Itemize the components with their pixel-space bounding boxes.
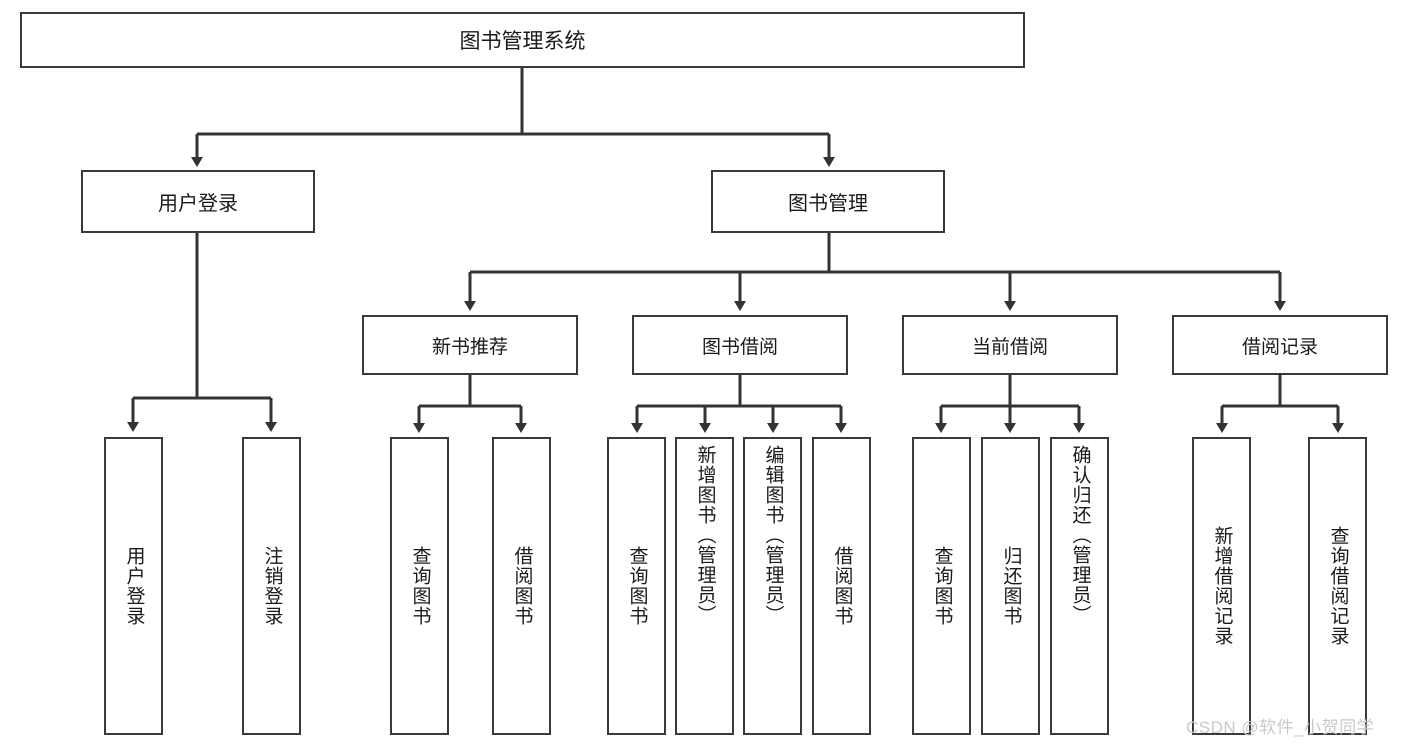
leaf-label: 新增借阅记录	[1211, 526, 1233, 646]
leaf-borrow-add-book[interactable]: 新增图书（管理员）	[675, 437, 734, 735]
node-current-borrow-label: 当前借阅	[971, 336, 1048, 358]
leaf-borrow-edit-book[interactable]: 编辑图书（管理员）	[743, 437, 802, 735]
leaf-label: 编辑图书（管理员）	[762, 445, 784, 625]
leaf-record-add[interactable]: 新增借阅记录	[1192, 437, 1251, 735]
leaf-label: 注销登录	[261, 546, 283, 626]
leaf-label: 用户登录	[123, 546, 145, 626]
leaf-label: 确认归还（管理员）	[1069, 445, 1091, 625]
leaf-label: 查询图书	[409, 546, 431, 626]
leaf-borrow-query-book[interactable]: 查询图书	[607, 437, 666, 735]
leaf-label: 归还图书	[1000, 546, 1022, 626]
node-book-borrow[interactable]: 图书借阅	[632, 315, 848, 375]
node-root-label: 图书管理系统	[459, 30, 586, 53]
node-new-book-recommend-label: 新书推荐	[431, 336, 508, 358]
leaf-label: 查询借阅记录	[1327, 526, 1349, 646]
leaf-new-book-query[interactable]: 查询图书	[390, 437, 449, 735]
node-borrow-records[interactable]: 借阅记录	[1172, 315, 1388, 375]
node-user-login[interactable]: 用户登录	[81, 170, 315, 233]
leaf-label: 借阅图书	[831, 546, 853, 626]
leaf-current-return-book[interactable]: 归还图书	[981, 437, 1040, 735]
leaf-label: 查询图书	[626, 546, 648, 626]
node-root[interactable]: 图书管理系统	[20, 12, 1025, 68]
leaf-label: 查询图书	[931, 546, 953, 626]
leaf-new-book-borrow[interactable]: 借阅图书	[492, 437, 551, 735]
node-book-management[interactable]: 图书管理	[711, 170, 945, 233]
node-new-book-recommend[interactable]: 新书推荐	[362, 315, 578, 375]
leaf-current-query-book[interactable]: 查询图书	[912, 437, 971, 735]
leaf-record-query[interactable]: 查询借阅记录	[1308, 437, 1367, 735]
leaf-label: 新增图书（管理员）	[694, 445, 716, 625]
leaf-current-confirm-return[interactable]: 确认归还（管理员）	[1050, 437, 1109, 735]
csdn-watermark: CSDN @软件_小贺同学	[1186, 718, 1375, 737]
leaf-user-login-logout[interactable]: 注销登录	[242, 437, 301, 735]
leaf-user-login-login[interactable]: 用户登录	[104, 437, 163, 735]
node-book-management-label: 图书管理	[788, 193, 868, 215]
leaf-label: 借阅图书	[511, 546, 533, 626]
node-borrow-records-label: 借阅记录	[1241, 336, 1318, 358]
node-book-borrow-label: 图书借阅	[701, 336, 778, 358]
leaf-borrow-borrow-book[interactable]: 借阅图书	[812, 437, 871, 735]
node-current-borrow[interactable]: 当前借阅	[902, 315, 1118, 375]
node-user-login-label: 用户登录	[158, 193, 238, 215]
